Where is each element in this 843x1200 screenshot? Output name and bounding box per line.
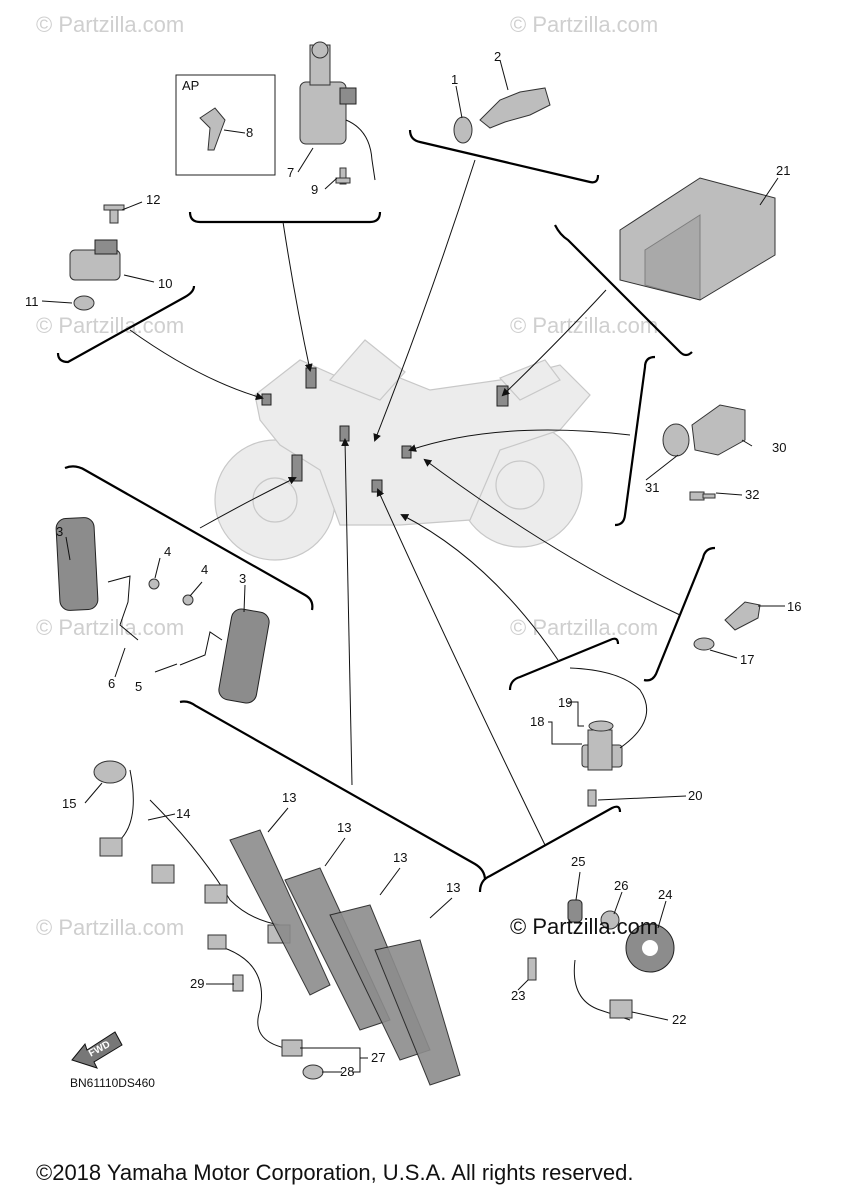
watermark: © Partzilla.com bbox=[510, 12, 659, 37]
bracket-part-5 bbox=[179, 631, 223, 666]
bolt-part-4-right bbox=[182, 594, 194, 606]
part-number: 22 bbox=[672, 1012, 686, 1027]
part-number: 27 bbox=[371, 1050, 385, 1065]
part-number: 16 bbox=[787, 599, 801, 614]
pointer-line bbox=[373, 159, 476, 442]
sensor-part-22 bbox=[573, 959, 633, 1021]
bracket-bottom-left bbox=[179, 700, 487, 881]
sensor-part-16 bbox=[693, 601, 761, 651]
part-number: 19 bbox=[558, 695, 572, 710]
bracket-right-top bbox=[554, 224, 693, 357]
part-number: 14 bbox=[176, 806, 190, 821]
ecu-part-21 bbox=[619, 177, 776, 301]
bracket-top-right bbox=[408, 129, 600, 184]
part-number: 13 bbox=[337, 820, 351, 835]
part-labels: 1 2 3 3 4 4 5 6 7 8 9 10 11 12 13 13 13 … bbox=[25, 49, 801, 1079]
part-number: 12 bbox=[146, 192, 160, 207]
bracket-right-mid bbox=[614, 355, 656, 527]
part-number: 10 bbox=[158, 276, 172, 291]
part-number: 15 bbox=[62, 796, 76, 811]
pointer-line bbox=[400, 514, 559, 661]
part-number: 13 bbox=[446, 880, 460, 895]
watermark: © Partzilla.com bbox=[36, 12, 185, 37]
part-number: 26 bbox=[614, 878, 628, 893]
pointer-line bbox=[341, 438, 353, 786]
part-number: 13 bbox=[282, 790, 296, 805]
part-number: 25 bbox=[571, 854, 585, 869]
part-number: 18 bbox=[530, 714, 544, 729]
part-number: 3 bbox=[56, 524, 63, 539]
ignition-coils-part-13 bbox=[229, 829, 461, 1086]
bracket-center-low bbox=[508, 637, 620, 691]
part-number: 17 bbox=[740, 652, 754, 667]
part-number: 28 bbox=[340, 1064, 354, 1079]
part-number: 4 bbox=[164, 544, 171, 559]
brand-mark: © Partzilla.com bbox=[510, 914, 659, 939]
part-number: 20 bbox=[688, 788, 702, 803]
main-switch-part-7 bbox=[299, 41, 376, 181]
pointer-line bbox=[423, 458, 681, 616]
part-number: 21 bbox=[776, 163, 790, 178]
watermark: © Partzilla.com bbox=[36, 915, 185, 940]
motorcycle-illustration bbox=[214, 339, 591, 561]
bracket-left-mid bbox=[64, 465, 314, 611]
part-number: 29 bbox=[190, 976, 204, 991]
bolt-part-4-left bbox=[148, 578, 160, 590]
part-number: 3 bbox=[239, 571, 246, 586]
plate-part-26 bbox=[600, 910, 620, 930]
diagram-code: BN61110DS460 bbox=[70, 1076, 155, 1090]
part-number: 31 bbox=[645, 480, 659, 495]
part-number: 1 bbox=[451, 72, 458, 87]
sensor-part-2 bbox=[453, 87, 551, 144]
sensor-part-30 bbox=[662, 404, 746, 501]
part-number: 23 bbox=[511, 988, 525, 1003]
leader-lines bbox=[41, 59, 785, 1073]
bracket-bottom-right bbox=[478, 805, 622, 893]
key-part-8 bbox=[199, 107, 226, 151]
part-number: 8 bbox=[246, 125, 253, 140]
bracket-left-top bbox=[56, 285, 196, 364]
watermark: © Partzilla.com bbox=[36, 615, 185, 640]
pointer-line bbox=[501, 289, 607, 397]
sensor-part-3-right bbox=[218, 608, 270, 704]
part-number: 24 bbox=[658, 887, 672, 902]
part-number: 2 bbox=[494, 49, 501, 64]
watermark: © Partzilla.com bbox=[36, 313, 185, 338]
cap-part-25 bbox=[567, 899, 583, 923]
pointer-line bbox=[376, 488, 546, 846]
ap-label: AP bbox=[182, 78, 199, 93]
clamp-part-15 bbox=[93, 760, 127, 784]
part-number: 4 bbox=[201, 562, 208, 577]
copyright-notice: ©2018 Yamaha Motor Corporation, U.S.A. A… bbox=[36, 1160, 634, 1185]
sprocket-part-24 bbox=[625, 923, 675, 973]
harness-part-14 bbox=[99, 769, 291, 944]
part-number: 30 bbox=[772, 440, 786, 455]
pointer-line bbox=[282, 221, 313, 372]
pointer-line bbox=[129, 329, 264, 401]
bolt-part-9 bbox=[335, 167, 351, 185]
bolt-part-23 bbox=[527, 957, 537, 981]
pointer-line bbox=[408, 429, 631, 452]
part-number: 6 bbox=[108, 676, 115, 691]
bracket-top-center bbox=[188, 211, 382, 224]
bracket-right-low bbox=[643, 546, 716, 682]
part-number: 5 bbox=[135, 679, 142, 694]
part-number: 13 bbox=[393, 850, 407, 865]
part-number: 7 bbox=[287, 165, 294, 180]
part-number: 9 bbox=[311, 182, 318, 197]
sensor-part-10 bbox=[69, 204, 125, 311]
pointer-line bbox=[199, 477, 297, 529]
fwd-arrow-icon: FWD bbox=[71, 1031, 123, 1069]
part-number: 11 bbox=[25, 294, 39, 309]
ap-box bbox=[175, 74, 276, 176]
part-number: 32 bbox=[745, 487, 759, 502]
sensor-part-27 bbox=[207, 934, 324, 1080]
bracket-part-6 bbox=[107, 575, 139, 641]
watermark: © Partzilla.com bbox=[510, 313, 659, 338]
sensor-part-18 bbox=[569, 667, 648, 807]
